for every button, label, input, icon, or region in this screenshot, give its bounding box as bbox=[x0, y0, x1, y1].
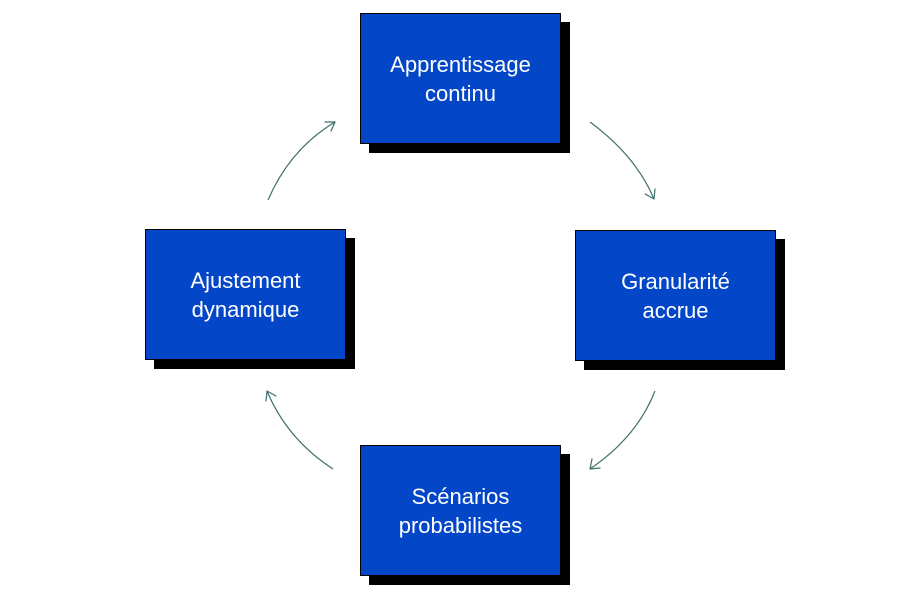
node-label: Granularité accrue bbox=[611, 267, 740, 325]
arrow-left-to-top bbox=[267, 121, 336, 201]
node-label-line: dynamique bbox=[191, 296, 300, 322]
node-ajustement-dynamique: Ajustement dynamique bbox=[145, 229, 355, 369]
node-label-line: Apprentissage bbox=[390, 51, 531, 77]
node-box: Scénarios probabilistes bbox=[360, 445, 561, 576]
node-label-line: Ajustement bbox=[190, 267, 301, 293]
arrow-right-to-bottom bbox=[589, 390, 656, 470]
node-apprentissage-continu: Apprentissage continu bbox=[360, 13, 570, 153]
node-granularite-accrue: Granularité accrue bbox=[575, 230, 785, 370]
node-label-line: continu bbox=[425, 80, 496, 106]
node-label-line: probabilistes bbox=[398, 512, 523, 538]
node-label: Apprentissage continu bbox=[380, 50, 541, 108]
node-label-line: Granularité bbox=[621, 268, 730, 294]
arrow-top-to-right bbox=[589, 121, 656, 200]
node-scenarios-probabilistes: Scénarios probabilistes bbox=[360, 445, 570, 585]
node-label: Ajustement dynamique bbox=[180, 266, 310, 324]
node-box: Apprentissage continu bbox=[360, 13, 561, 144]
node-box: Ajustement dynamique bbox=[145, 229, 346, 360]
node-label-line: Scénarios bbox=[411, 483, 510, 509]
arrow-bottom-to-left bbox=[265, 390, 334, 470]
node-label-line: accrue bbox=[642, 297, 709, 323]
node-label: Scénarios probabilistes bbox=[389, 482, 533, 540]
node-box: Granularité accrue bbox=[575, 230, 776, 361]
